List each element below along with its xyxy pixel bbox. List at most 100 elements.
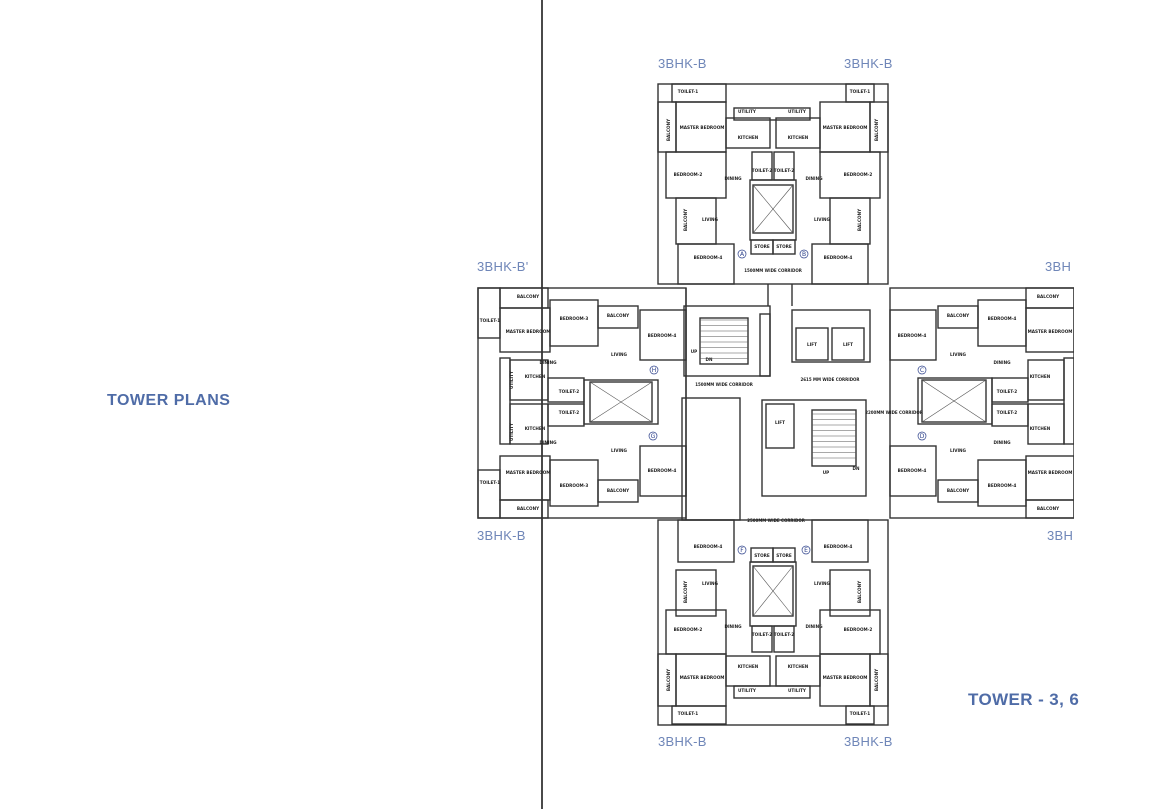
east-top-balcony-label: BALCONY: [1037, 294, 1060, 299]
south-left-bedroom4-label: BEDROOM-4: [694, 544, 723, 549]
north-corridor-label: 1500MM WIDE CORRIDOR: [744, 268, 802, 273]
south-right-toilet2-label: TOILET-2: [774, 632, 794, 637]
unit-tag-top-right: 3BHK-B: [844, 56, 893, 71]
west-stair-dn-label: DN: [706, 357, 713, 362]
flat-letter-c: C: [920, 367, 924, 374]
center-corridor-label: 2615 MM WIDE CORRIDOR: [800, 377, 859, 382]
tower-label: TOWER - 3, 6: [968, 690, 1080, 709]
north-left-balcony2-label: BALCONY: [683, 208, 688, 231]
east-top-bedroom4-label: BEDROOM-4: [898, 333, 927, 338]
west-stair-up-label: UP: [691, 349, 697, 354]
north-right-kitchen-label: KITCHEN: [788, 135, 809, 140]
west-top-toilet1-label: TOILET-1: [480, 318, 500, 323]
west-bottom-toilet: [477, 469, 501, 519]
east-top-bedroom4: [889, 309, 937, 361]
south-left-store-label: STORE: [754, 553, 770, 558]
flat-letter-a: A: [740, 251, 745, 258]
south-utility-strip: [733, 685, 811, 699]
south-left-utility-label: UTILITY: [738, 688, 757, 693]
west-top-dining-label: DINING: [539, 360, 557, 365]
north-left-bedroom4: [677, 243, 735, 285]
north-left-kitchen-label: KITCHEN: [738, 135, 759, 140]
flat-letter-g: G: [651, 433, 656, 440]
lift-shaft: [921, 379, 987, 423]
north-right-bedroom4: [811, 243, 869, 285]
north-left-store-label: STORE: [754, 244, 770, 249]
flat-letter-f: F: [740, 547, 744, 554]
west-top-balcony-label: BALCONY: [517, 294, 540, 299]
west-bottom-bedroom4-label: BEDROOM-4: [648, 468, 677, 473]
south-right-store-label: STORE: [776, 553, 792, 558]
north-left-bedroom2-label: BEDROOM-2: [674, 172, 703, 177]
flat-letter-e: E: [804, 547, 808, 554]
west-utility-strip: [499, 357, 511, 445]
south-store-right: [772, 547, 796, 563]
flat-letter-h: H: [652, 367, 657, 374]
west-top-balcony2-label: BALCONY: [607, 313, 630, 318]
west-bottom-balcony-label: BALCONY: [517, 506, 540, 511]
west-bottom-master-bedroom: [499, 455, 551, 501]
south-left-master-bedroom: [675, 653, 727, 707]
west-bottom-balcony2-label: BALCONY: [607, 488, 630, 493]
east-bottom-kitchen: [1027, 403, 1065, 445]
west-bottom-toilet1-label: TOILET-1: [480, 480, 500, 485]
west-top-master-label: MASTER BEDROOM: [506, 329, 551, 334]
west-bottom-living-label: LIVING: [611, 448, 628, 453]
south-left-balcony: [657, 653, 677, 707]
lift-2-label: LIFT: [843, 342, 853, 347]
south-core-block: [761, 399, 867, 497]
west-bottom-toilet2: [547, 403, 585, 427]
south-wing-outline: [657, 519, 889, 726]
east-top-kitchen-label: KITCHEN: [1030, 374, 1051, 379]
west-bottom-kitchen: [509, 403, 549, 445]
north-right-balcony2: [829, 197, 871, 245]
south-left-balcony2: [675, 569, 717, 617]
east-bottom-balcony-label: BALCONY: [1037, 506, 1060, 511]
west-top-kitchen: [509, 359, 549, 401]
unit-tag-mid-left-bottom: 3BHK-B: [477, 528, 526, 543]
lift-1-label: LIFT: [807, 342, 817, 347]
north-right-balcony2-label: BALCONY: [857, 208, 862, 231]
south-right-toilet1-label: TOILET-1: [850, 711, 870, 716]
east-top-kitchen: [1027, 359, 1065, 401]
east-top-dining-label: DINING: [993, 360, 1011, 365]
north-right-utility-label: UTILITY: [788, 109, 807, 114]
north-right-balcony-label: BALCONY: [874, 118, 879, 141]
east-top-bedroom1: [977, 299, 1027, 347]
south-right-master-label: MASTER BEDROOM: [823, 675, 868, 680]
lift-cross-line: [752, 184, 794, 234]
south-right-balcony2: [829, 569, 871, 617]
unit-tag-bottom-left: 3BHK-B: [658, 734, 707, 749]
east-bottom-master-label: MASTER BEDROOM: [1028, 470, 1073, 475]
north-left-kitchen: [725, 117, 771, 149]
south-left-dining-label: DINING: [724, 624, 742, 629]
north-left-toilet2-label: TOILET-2: [752, 168, 772, 173]
north-right-dining-label: DINING: [805, 176, 823, 181]
east-bottom-bedroom4-label: BEDROOM-4: [898, 468, 927, 473]
south-right-master-bedroom: [819, 653, 871, 707]
north-right-store-label: STORE: [776, 244, 792, 249]
flat-marker-g: [648, 431, 658, 441]
north-right-bedroom2-label: BEDROOM-2: [844, 172, 873, 177]
north-left-dining-label: DINING: [724, 176, 742, 181]
east-bottom-balcony: [1025, 499, 1074, 519]
north-right-balcony: [869, 101, 889, 153]
east-top-master-label: MASTER BEDROOM: [1028, 329, 1073, 334]
west-top-kitchen-label: KITCHEN: [525, 374, 546, 379]
south-stair-dn-label: DN: [853, 466, 860, 471]
north-right-master-label: MASTER BEDROOM: [823, 125, 868, 130]
open-shaft: [681, 397, 741, 521]
west-top-balcony2: [597, 305, 639, 329]
east-bottom-master-bedroom: [1025, 455, 1074, 501]
central-lift-block: [791, 309, 871, 363]
west-bottom-kitchen-label: KITCHEN: [525, 426, 546, 431]
south-left-balcony-label: BALCONY: [666, 668, 671, 691]
north-right-bedroom4-label: BEDROOM-4: [824, 255, 853, 260]
north-right-toilet2-label: TOILET-2: [774, 168, 794, 173]
north-right-kitchen: [775, 117, 821, 149]
west-bottom-balcony2: [597, 479, 639, 503]
west-bottom-utility-label: UTILITY: [509, 422, 514, 441]
unit-tag-mid-left-top: 3BHK-B': [477, 259, 529, 274]
east-wing-outline: [889, 287, 1074, 519]
